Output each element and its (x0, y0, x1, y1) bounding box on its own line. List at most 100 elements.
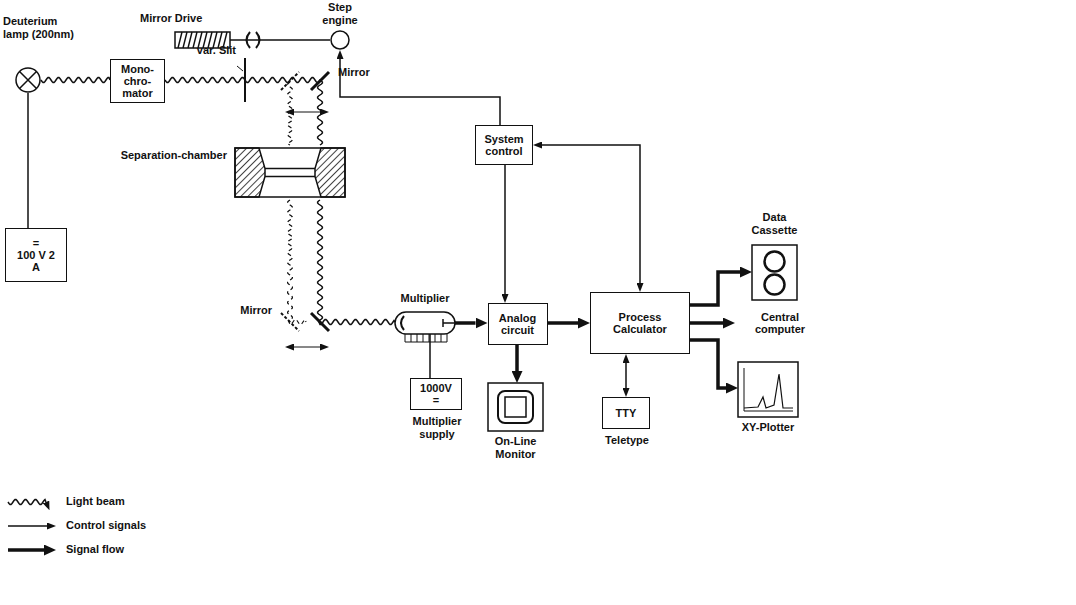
node-text: System control (480, 133, 528, 157)
plotter-icon: XY-Plotter (738, 362, 798, 417)
move-arrow (294, 347, 320, 348)
node-label: Multiplier supply (402, 415, 472, 441)
mirror-alt (281, 313, 299, 331)
node-label: Multiplier (390, 292, 460, 305)
light-beam-alt (288, 82, 293, 145)
coil-winding (178, 32, 182, 48)
monitor-case (488, 383, 543, 431)
node-text: TTY (616, 407, 637, 419)
signal-flow (690, 272, 740, 305)
dynode-pin (405, 334, 406, 342)
leader-line (237, 66, 243, 71)
node-text-group: TTY (616, 407, 637, 419)
light-beam (165, 78, 322, 145)
dynode-pin (447, 334, 448, 342)
node-text-group: Process Calculator (605, 311, 675, 335)
move-arrow (294, 112, 320, 113)
part-label: Mirror (338, 66, 388, 79)
monitor-screen (498, 391, 533, 423)
coil-winding (183, 32, 187, 48)
node-text-group: System control (480, 133, 528, 157)
node-label: Separation-chamber (117, 149, 227, 162)
plotter-frame (738, 362, 798, 417)
control-signal (27, 93, 29, 228)
dynode-pin (435, 334, 436, 342)
signal-flow (690, 321, 723, 325)
plotter-outline (738, 362, 798, 417)
dynode-pin (411, 334, 412, 342)
cassette-outline (752, 245, 797, 300)
chamber-outline (235, 148, 345, 197)
node-text: Central computer (740, 311, 820, 335)
legend-text: Signal flow (66, 543, 124, 556)
light-beam-alt (288, 200, 306, 324)
process-box: Mono- chro- mator (110, 59, 165, 103)
circle-outline (16, 68, 40, 92)
control-signal (625, 363, 627, 388)
plotter-curve (744, 374, 793, 408)
power-supply-box: =100 V 2 A (5, 228, 67, 282)
node-text: 100 V 2 A (15, 249, 57, 273)
separation-chamber-drawing (235, 145, 345, 200)
computer-label: Central computer (735, 307, 825, 339)
node-label: On-Line Monitor (480, 435, 551, 461)
step-engine: Step engine (330, 30, 350, 50)
circleX-outline (16, 68, 40, 92)
separation-chamber: Separation-chamber (235, 145, 345, 200)
cassette-case (752, 245, 797, 300)
plotter-icon-drawing (738, 362, 798, 417)
monitor-icon: On-Line Monitor (488, 383, 543, 431)
monitor-icon-drawing (488, 383, 543, 431)
chamber-end (235, 148, 265, 197)
lamp-symbol: Deuterium lamp (200nm) (15, 67, 41, 93)
chamber-body (235, 148, 345, 197)
part-label: Mirror (222, 304, 272, 317)
cassette-icon-drawing (752, 245, 797, 300)
circle-outline (331, 31, 349, 49)
reel (765, 252, 785, 272)
dynode-pins (405, 334, 447, 342)
dynode-pin (441, 334, 442, 342)
process-box: Analog circuit (488, 303, 548, 345)
light-beam (41, 78, 110, 83)
node-text-group: Mono- chro- mator (115, 63, 160, 99)
lamp-symbol-drawing (15, 67, 41, 93)
node-text-group: =100 V 2 A (15, 237, 57, 273)
coil-winding (193, 32, 197, 48)
node-text: = (420, 394, 452, 406)
process-box: System control (475, 125, 533, 165)
legend-sample (8, 525, 47, 527)
process-box: Process Calculator (590, 292, 690, 354)
node-text-group: Analog circuit (493, 312, 543, 336)
step-engine-drawing (330, 30, 350, 50)
light-beam (318, 200, 395, 324)
control-signal (542, 145, 640, 283)
lamp-cross (20, 72, 37, 89)
multiplier-tube-drawing (395, 312, 455, 334)
plotter-axes (744, 368, 793, 411)
part-label: var. Slit (196, 44, 236, 57)
light-beam-alt (288, 82, 306, 324)
node-text: = (15, 237, 57, 249)
anode (443, 319, 461, 327)
node-label: Mirror Drive (140, 12, 230, 25)
node-text-group: Central computer (740, 311, 820, 335)
node-text: Analog circuit (493, 312, 543, 336)
reel (765, 275, 785, 295)
legend-sample (8, 548, 44, 552)
tube-outline (395, 312, 461, 334)
monitor-outline (488, 383, 543, 431)
legend-sample (8, 500, 46, 505)
dynode-pin (423, 334, 424, 342)
terminal-box: TTYTeletype (602, 397, 650, 429)
node-text: Process Calculator (605, 311, 675, 335)
photocathode (401, 316, 404, 330)
capillary (265, 169, 315, 177)
multiplier-tube: Multiplier (395, 312, 455, 334)
control-signal (230, 39, 330, 41)
node-label: Deuterium lamp (200nm) (3, 15, 83, 41)
coil-winding (188, 32, 192, 48)
node-text: Mono- chro- mator (115, 63, 160, 99)
node-label: Teletype (592, 434, 662, 447)
legend-text: Control signals (66, 519, 146, 532)
